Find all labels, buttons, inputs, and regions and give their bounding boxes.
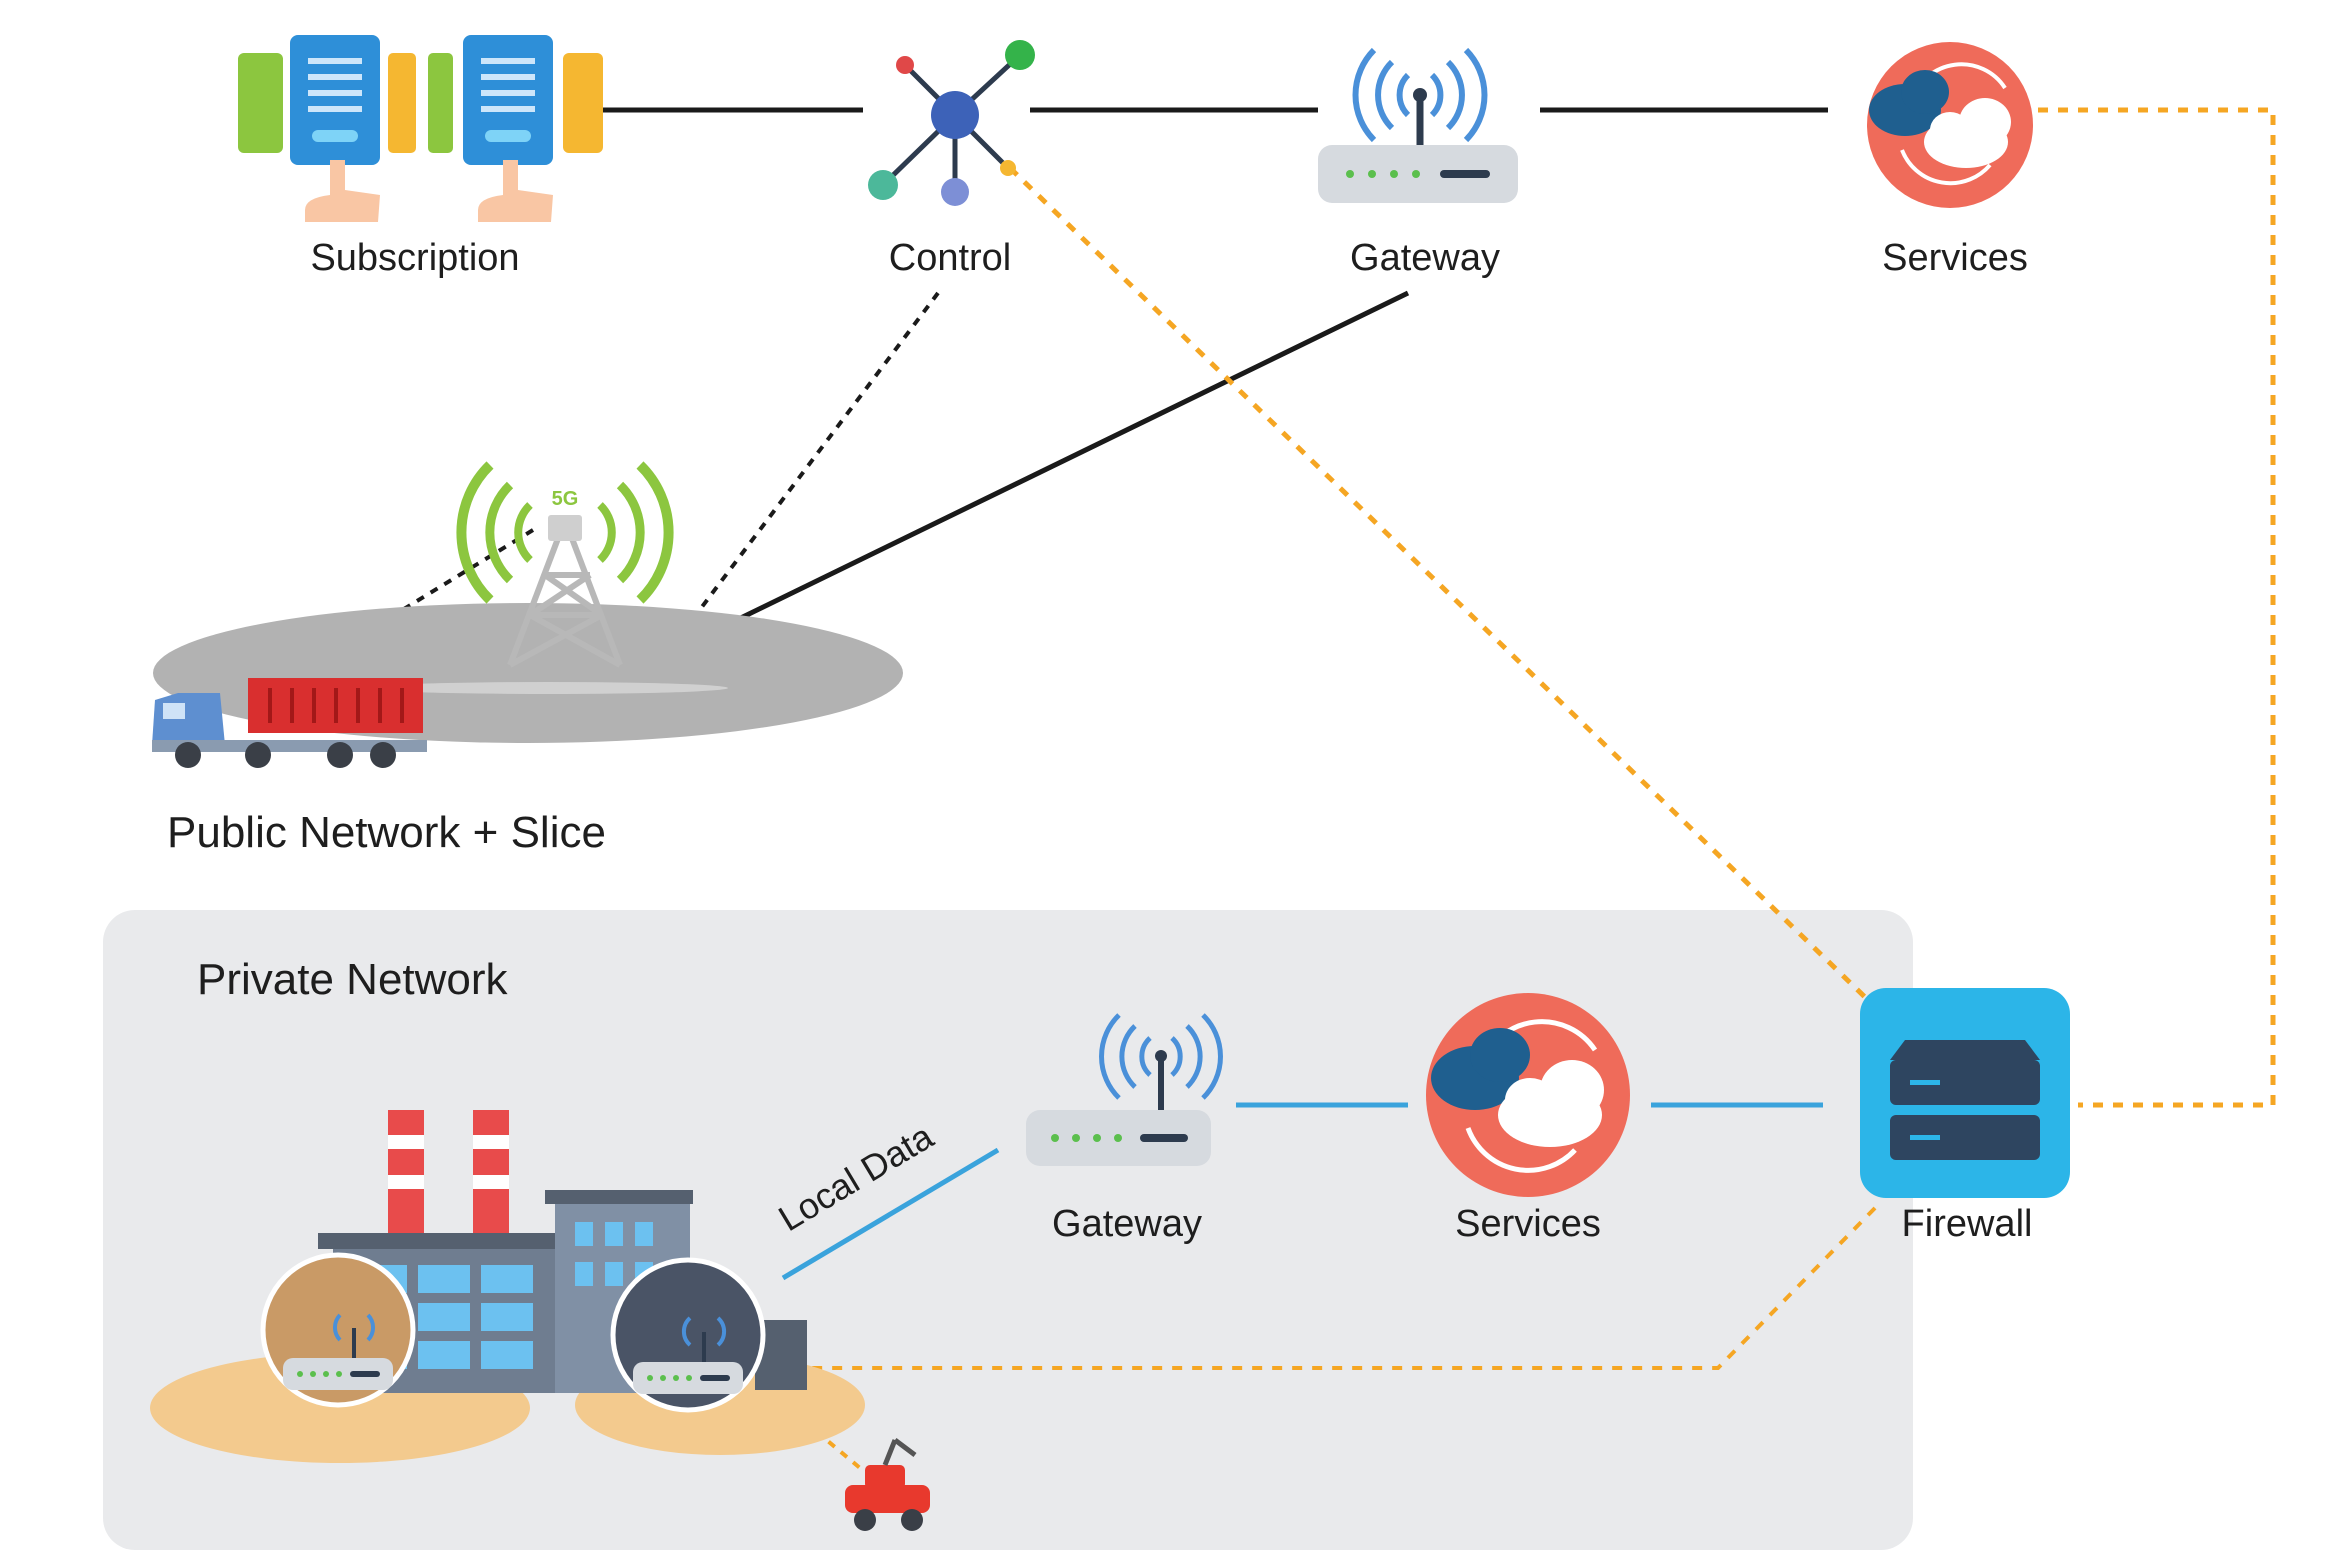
control-icon (868, 40, 1035, 206)
link-services-firewall-orange (2038, 107, 2276, 1108)
services-private-icon (1426, 993, 1630, 1197)
link-firewall-router-orange (768, 1206, 1877, 1370)
firewall-icon (1860, 988, 2070, 1198)
firewall-label: Firewall (1901, 1203, 2033, 1245)
connections (281, 107, 2276, 1470)
tower-badge-text: 5G (552, 488, 579, 510)
subscription-label: Subscription (310, 237, 520, 279)
public-network-label: Public Network + Slice (167, 808, 606, 857)
private-network-label: Private Network (197, 955, 508, 1004)
services-public-icon (1867, 42, 2033, 208)
robot-vehicle-icon (845, 1438, 930, 1531)
link-control-firewall-orange (1008, 166, 1870, 1002)
link-control-tower-dotted (666, 291, 940, 654)
link-gateway-tower (636, 290, 1410, 671)
gateway-public-label: Gateway (1350, 237, 1500, 279)
subscription-icon (238, 35, 603, 222)
public-network-icon (152, 461, 903, 768)
gateway-private-label: Gateway (1052, 1203, 1202, 1245)
services-private-label: Services (1455, 1203, 1601, 1245)
control-label: Control (888, 237, 1012, 279)
services-public-label: Services (1882, 237, 2028, 279)
gateway-private-icon (1026, 1013, 1223, 1166)
link-local-data (781, 1147, 1000, 1281)
factory-icon (150, 1110, 865, 1463)
gateway-public-icon (1318, 47, 1518, 203)
